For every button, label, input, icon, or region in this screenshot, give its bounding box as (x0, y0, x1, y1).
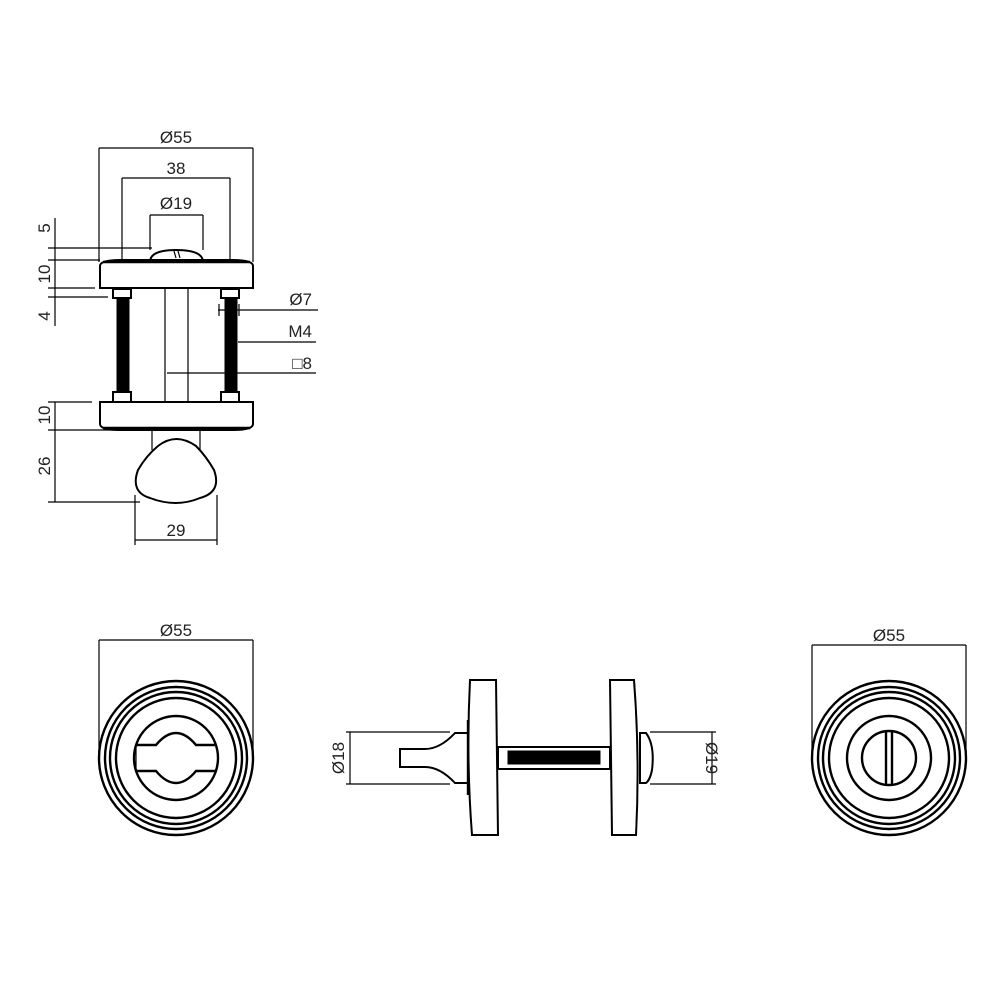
dim-stud-spacing: 38 (167, 159, 186, 178)
dim-button-diameter: Ø19 (160, 194, 192, 213)
left-rose-profile (467, 679, 500, 836)
dim-nut-height: 4 (35, 311, 54, 320)
dim-button-diameter: Ø19 (702, 742, 721, 774)
dim-rose-diameter: Ø55 (160, 128, 192, 147)
dim-rose-thickness-top: 10 (35, 265, 54, 284)
dim-stud-diameter: Ø7 (289, 290, 312, 309)
right-rose-profile (608, 679, 639, 836)
nut (112, 391, 132, 403)
top-rose (99, 259, 254, 289)
turn-knob (134, 438, 218, 504)
nut (220, 288, 240, 299)
dim-rose-thickness-bottom: 10 (35, 406, 54, 425)
nut (112, 288, 132, 299)
front-view-indicator: Ø55 (810, 626, 968, 837)
dim-button-height: 5 (35, 223, 54, 232)
dim-diameter: Ø55 (873, 626, 905, 645)
indicator-button (860, 729, 918, 787)
button-profile (639, 732, 654, 784)
bottom-rose (99, 401, 254, 431)
threaded-stud (116, 297, 130, 393)
turn-knob-profile (399, 732, 469, 784)
front-view-knob: Ø55 (97, 621, 255, 837)
dim-knob-height: 26 (35, 457, 54, 476)
thread-profile (507, 750, 601, 765)
turn-knob-face (136, 731, 216, 785)
dim-knob-width: 29 (167, 521, 186, 540)
dim-spindle: □8 (292, 354, 312, 373)
profile-view: Ø18 Ø19 (329, 679, 721, 836)
nut (220, 391, 240, 403)
dimension-lines (48, 147, 318, 545)
side-view: Ø55 38 Ø19 5 10 4 10 26 29 Ø7 M4 □8 (35, 128, 318, 545)
dim-knob-diameter: Ø18 (329, 742, 348, 774)
dim-thread: M4 (288, 322, 312, 341)
threaded-stud (224, 297, 238, 393)
spindle (164, 287, 189, 403)
dim-diameter: Ø55 (160, 621, 192, 640)
